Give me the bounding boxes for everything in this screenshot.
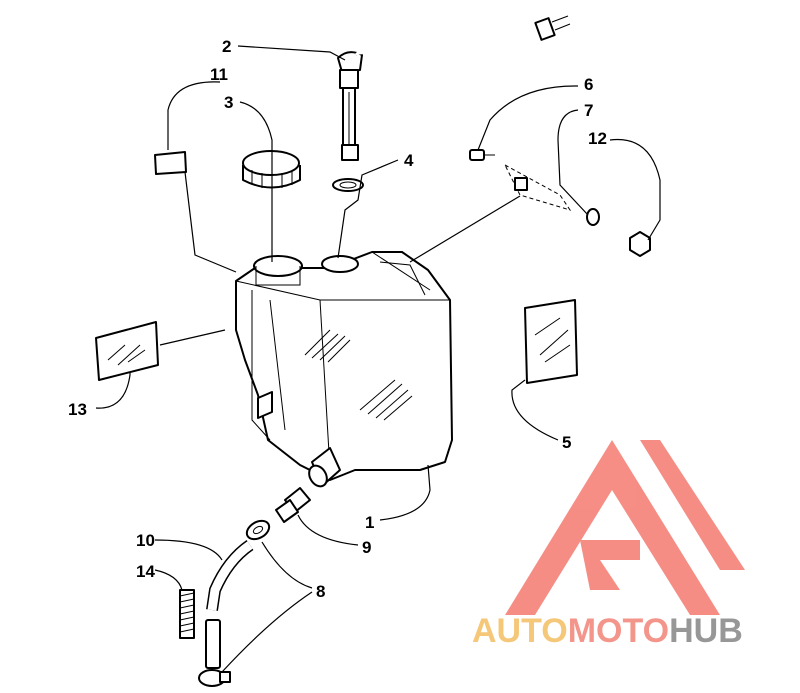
callout-1: 1: [365, 513, 374, 532]
filler-cap: [242, 150, 301, 189]
clamp-lower: [198, 669, 231, 687]
fitting: [275, 487, 311, 523]
callout-14: 14: [136, 562, 155, 581]
watermark-logo: [505, 440, 745, 615]
clamp-upper: [245, 519, 271, 541]
callout-13: 13: [68, 400, 87, 419]
oil-tank: [235, 251, 453, 488]
gasket: [332, 178, 364, 192]
decal-small: [154, 151, 187, 175]
watermark-text: AUTOMOTOHUB: [472, 612, 743, 650]
callout-9: 9: [362, 538, 371, 557]
callout-12: 12: [588, 129, 607, 148]
callout-11: 11: [210, 65, 228, 84]
callout-5: 5: [562, 433, 571, 452]
callout-7: 7: [584, 101, 593, 120]
level-sender: [337, 15, 571, 161]
watermark-auto: AUTO: [472, 612, 568, 650]
callout-2: 2: [222, 37, 231, 56]
decal-right: [524, 299, 578, 384]
watermark-moto: MOTO: [568, 612, 669, 650]
leader-lines: [95, 45, 661, 673]
callout-8: 8: [316, 582, 325, 601]
mounting-hardware: [469, 149, 651, 257]
callout-3: 3: [224, 93, 233, 112]
callout-10: 10: [136, 531, 155, 550]
spring: [179, 589, 195, 639]
hose: [205, 540, 254, 669]
watermark-hub: HUB: [669, 612, 743, 650]
callout-4: 4: [404, 151, 414, 170]
callout-6: 6: [584, 75, 593, 94]
decal-left: [95, 321, 159, 381]
